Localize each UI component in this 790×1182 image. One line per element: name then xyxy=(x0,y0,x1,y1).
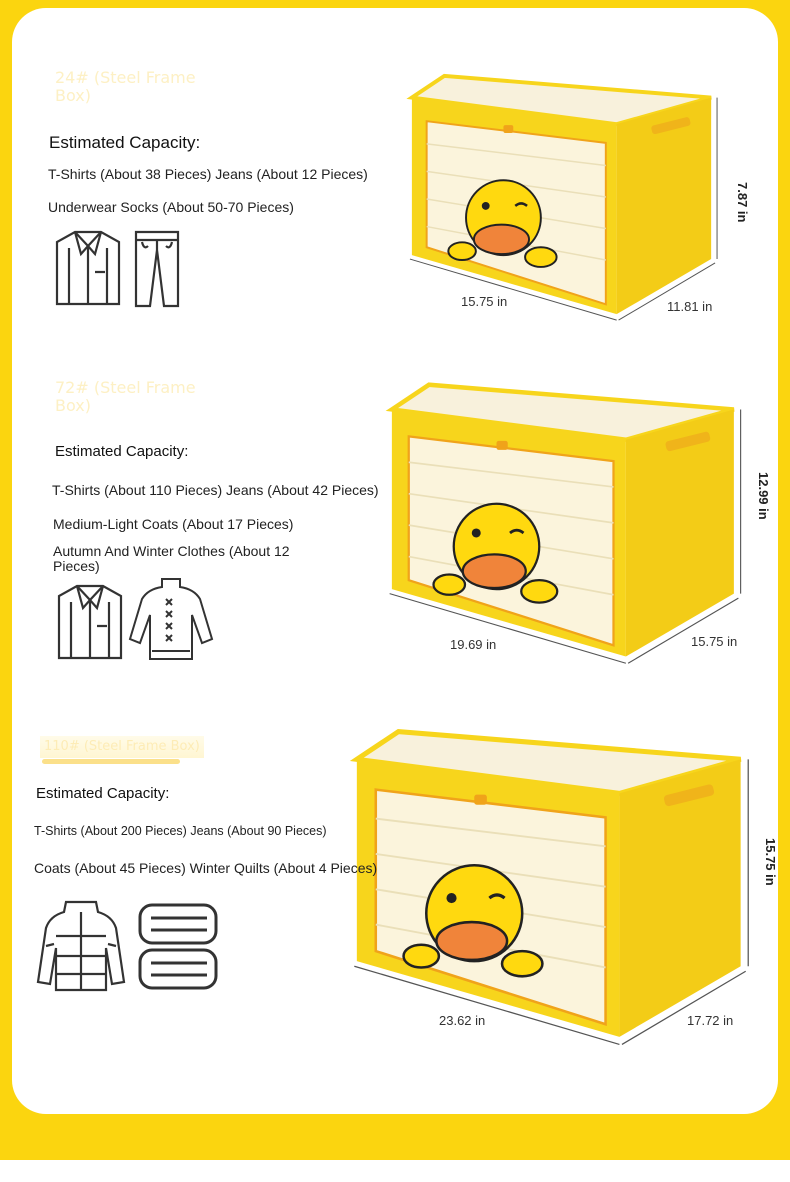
capacity-heading: Estimated Capacity: xyxy=(49,133,201,152)
shirt-icon xyxy=(53,228,123,308)
width-label: 11.81 in xyxy=(667,299,713,314)
length-dimension-line xyxy=(389,593,627,664)
capacity-line: T-Shirts (About 110 Pieces) Jeans (About… xyxy=(52,482,379,498)
zipper-pull xyxy=(503,125,514,134)
box-handle xyxy=(651,117,691,135)
box-side xyxy=(625,409,734,657)
width-dimension-line xyxy=(627,597,739,664)
box-side xyxy=(616,97,712,315)
duck-beak xyxy=(435,920,509,962)
box-illustration xyxy=(406,73,718,321)
clothes-stack-line xyxy=(408,461,614,488)
duck-beak xyxy=(461,553,527,590)
capacity-line: Medium-Light Coats (About 17 Pieces) xyxy=(53,516,294,532)
height-label: 7.87 in xyxy=(735,182,750,223)
duck-wink xyxy=(514,202,528,207)
shirt-icon xyxy=(53,582,127,662)
zipper-pull xyxy=(496,440,508,450)
width-label: 15.75 in xyxy=(691,634,738,649)
duck-beak xyxy=(472,223,531,256)
length-label: 19.69 in xyxy=(450,637,497,652)
length-dimension-line xyxy=(409,258,617,321)
storage-box-24 xyxy=(405,70,720,326)
box-title-72: 72# (Steel Frame Box) xyxy=(55,378,196,415)
duck-wing xyxy=(500,949,544,978)
capacity-line: Coats (About 45 Pieces) Winter Quilts (A… xyxy=(34,860,378,876)
storage-box-110 xyxy=(348,724,752,1052)
duck-wing xyxy=(432,573,467,596)
duck-eye xyxy=(481,201,490,210)
duck-wing xyxy=(524,246,558,268)
duck-wink xyxy=(488,893,506,900)
duck-wing xyxy=(520,579,559,604)
pants-icon xyxy=(132,228,182,310)
sweater-icon xyxy=(128,575,214,663)
duck-wink xyxy=(509,528,525,535)
duck-eye xyxy=(446,893,457,904)
length-dimension-line xyxy=(354,965,620,1046)
duck-eye xyxy=(471,528,481,538)
capacity-heading: Estimated Capacity: xyxy=(36,785,170,802)
capacity-line: T-Shirts (About 200 Pieces) Jeans (About… xyxy=(34,824,327,838)
box-handle xyxy=(665,431,711,452)
storage-box-72 xyxy=(384,378,744,670)
width-dimension-line xyxy=(618,262,716,321)
box-handle xyxy=(663,784,715,807)
zipper-pull xyxy=(474,794,487,805)
box-side xyxy=(619,759,741,1037)
folded-quilts-icon xyxy=(137,902,219,992)
box-illustration xyxy=(385,382,742,664)
height-label: 15.75 in xyxy=(763,838,778,886)
height-label: 12.99 in xyxy=(756,472,771,520)
width-dimension-line xyxy=(621,970,747,1045)
capacity-heading: Estimated Capacity: xyxy=(55,443,189,460)
box-lid xyxy=(349,728,742,796)
duck-wing xyxy=(447,241,477,262)
box-lid xyxy=(406,73,712,127)
length-label: 23.62 in xyxy=(439,1013,486,1028)
capacity-line: Underwear Socks (About 50-70 Pieces) xyxy=(48,199,294,215)
clothes-stack-line xyxy=(426,143,606,167)
duck-wing xyxy=(402,943,441,969)
box-title-110: 110# (Steel Frame Box) xyxy=(40,736,204,758)
box-illustration xyxy=(349,728,749,1046)
length-label: 15.75 in xyxy=(461,294,508,309)
box-title-24: 24# (Steel Frame Box) xyxy=(55,68,196,105)
clothes-stack-line xyxy=(375,817,606,848)
title-highlight xyxy=(42,759,180,764)
puffer-jacket-icon xyxy=(36,898,126,994)
capacity-line: Autumn And Winter Clothes (About 12 Piec… xyxy=(53,543,290,574)
width-label: 17.72 in xyxy=(687,1013,734,1028)
capacity-line: T-Shirts (About 38 Pieces) Jeans (About … xyxy=(48,166,368,182)
